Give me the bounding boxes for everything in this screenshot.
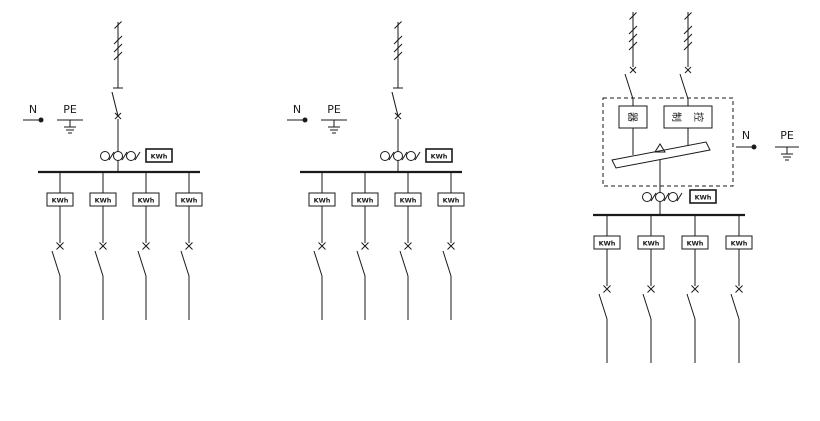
neutral-terminal: [22, 117, 44, 123]
neutral-label: N: [742, 129, 750, 142]
outgoing-feeder-2: [638, 215, 664, 363]
main-energy-meter: [145, 148, 173, 163]
panel-1: N PE: [22, 21, 202, 321]
main-energy-meter: [425, 148, 453, 163]
transfer-triangle: [654, 143, 666, 153]
outgoing-feeder-1: [594, 215, 620, 363]
neutral-terminal: [286, 117, 308, 123]
outgoing-feeder-3: [682, 215, 708, 363]
pe-label: PE: [63, 103, 77, 116]
pe-earth: [63, 119, 77, 134]
controller-char-2: 制: [670, 112, 683, 122]
neutral-label: N: [29, 103, 37, 116]
current-transformers: [380, 151, 421, 161]
main-switch: [111, 87, 124, 120]
outgoing-feeder-3: [395, 172, 421, 320]
incoming-switch-b: [679, 66, 692, 107]
incoming-core-marks: [393, 35, 403, 61]
transfer-switch-bar: [611, 141, 711, 169]
outgoing-feeder-4: [726, 215, 752, 363]
ats-enclosure: [602, 97, 734, 187]
pe-label: PE: [780, 129, 794, 142]
pe-earth: [780, 146, 794, 161]
controller-char-1: 器: [626, 112, 638, 122]
outgoing-feeder-4: [438, 172, 464, 320]
neutral-terminal: [735, 144, 757, 150]
current-transformers: [100, 151, 141, 161]
pe-label: PE: [327, 103, 341, 116]
panel-3: 器 制 控 N PE: [593, 12, 799, 363]
outgoing-feeder-3: [133, 172, 159, 320]
outgoing-feeder-2: [352, 172, 378, 320]
outgoing-feeder-2: [90, 172, 116, 320]
outgoing-feeder-4: [176, 172, 202, 320]
panel-2: N PE: [286, 21, 464, 321]
controller-char-3: 控: [692, 112, 705, 122]
incoming-core-marks: [113, 35, 123, 61]
main-switch: [391, 87, 404, 120]
current-transformers: [642, 192, 683, 202]
outgoing-feeder-1: [309, 172, 335, 320]
pe-earth: [327, 119, 341, 134]
incoming-core-marks: [683, 25, 693, 51]
incoming-switch-a: [624, 66, 637, 107]
outgoing-feeder-1: [47, 172, 73, 320]
incoming-core-marks: [628, 25, 638, 51]
neutral-label: N: [293, 103, 301, 116]
main-energy-meter: [689, 189, 717, 204]
